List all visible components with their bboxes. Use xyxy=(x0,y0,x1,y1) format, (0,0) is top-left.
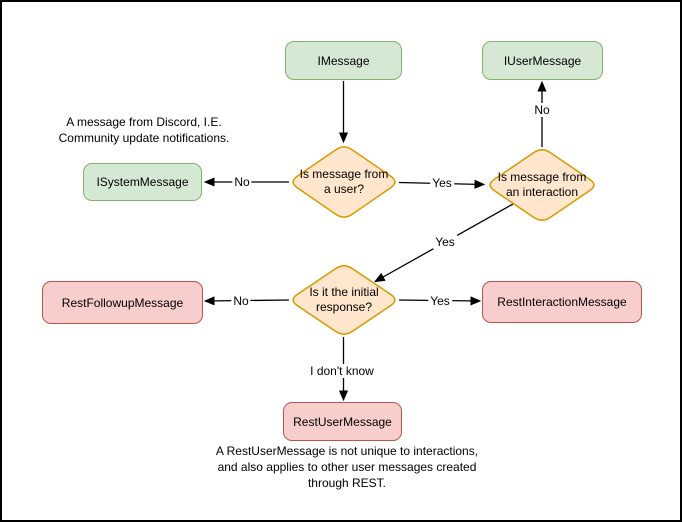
node-restusermessage: RestUserMessage xyxy=(283,402,402,441)
decision-is-from-user-label: Is message from a user? xyxy=(299,167,389,196)
node-isystemmessage: ISystemMessage xyxy=(83,163,202,201)
edge-label-user-no: No xyxy=(232,175,252,189)
node-imessage: IMessage xyxy=(285,41,402,80)
decision-is-initial-response-label: Is it the initial response? xyxy=(309,285,379,314)
decision-is-from-interaction-label: Is message from an interaction xyxy=(497,170,587,199)
edge-label-initial-no: No xyxy=(231,294,251,308)
annotation-system-message-note: A message from Discord, I.E. Community u… xyxy=(58,115,230,145)
node-restfollowupmessage: RestFollowupMessage xyxy=(42,281,203,324)
annotation-restusermessage-note: A RestUserMessage is not unique to inter… xyxy=(215,444,479,490)
edge-label-initial-yes: Yes xyxy=(428,294,452,308)
decision-is-from-user-shape xyxy=(292,146,396,218)
edge-label-i-dont-know: I don't know xyxy=(308,364,376,378)
edge-label-interaction-no: No xyxy=(532,103,552,117)
node-iusermessage: IUserMessage xyxy=(482,41,603,80)
edge-label-interaction-yes: Yes xyxy=(433,235,457,249)
edge-label-user-yes: Yes xyxy=(430,176,454,190)
decision-is-from-interaction-shape xyxy=(489,149,595,221)
decision-is-initial-response-shape xyxy=(292,265,396,335)
node-restinteractionmessage: RestInteractionMessage xyxy=(482,281,642,323)
